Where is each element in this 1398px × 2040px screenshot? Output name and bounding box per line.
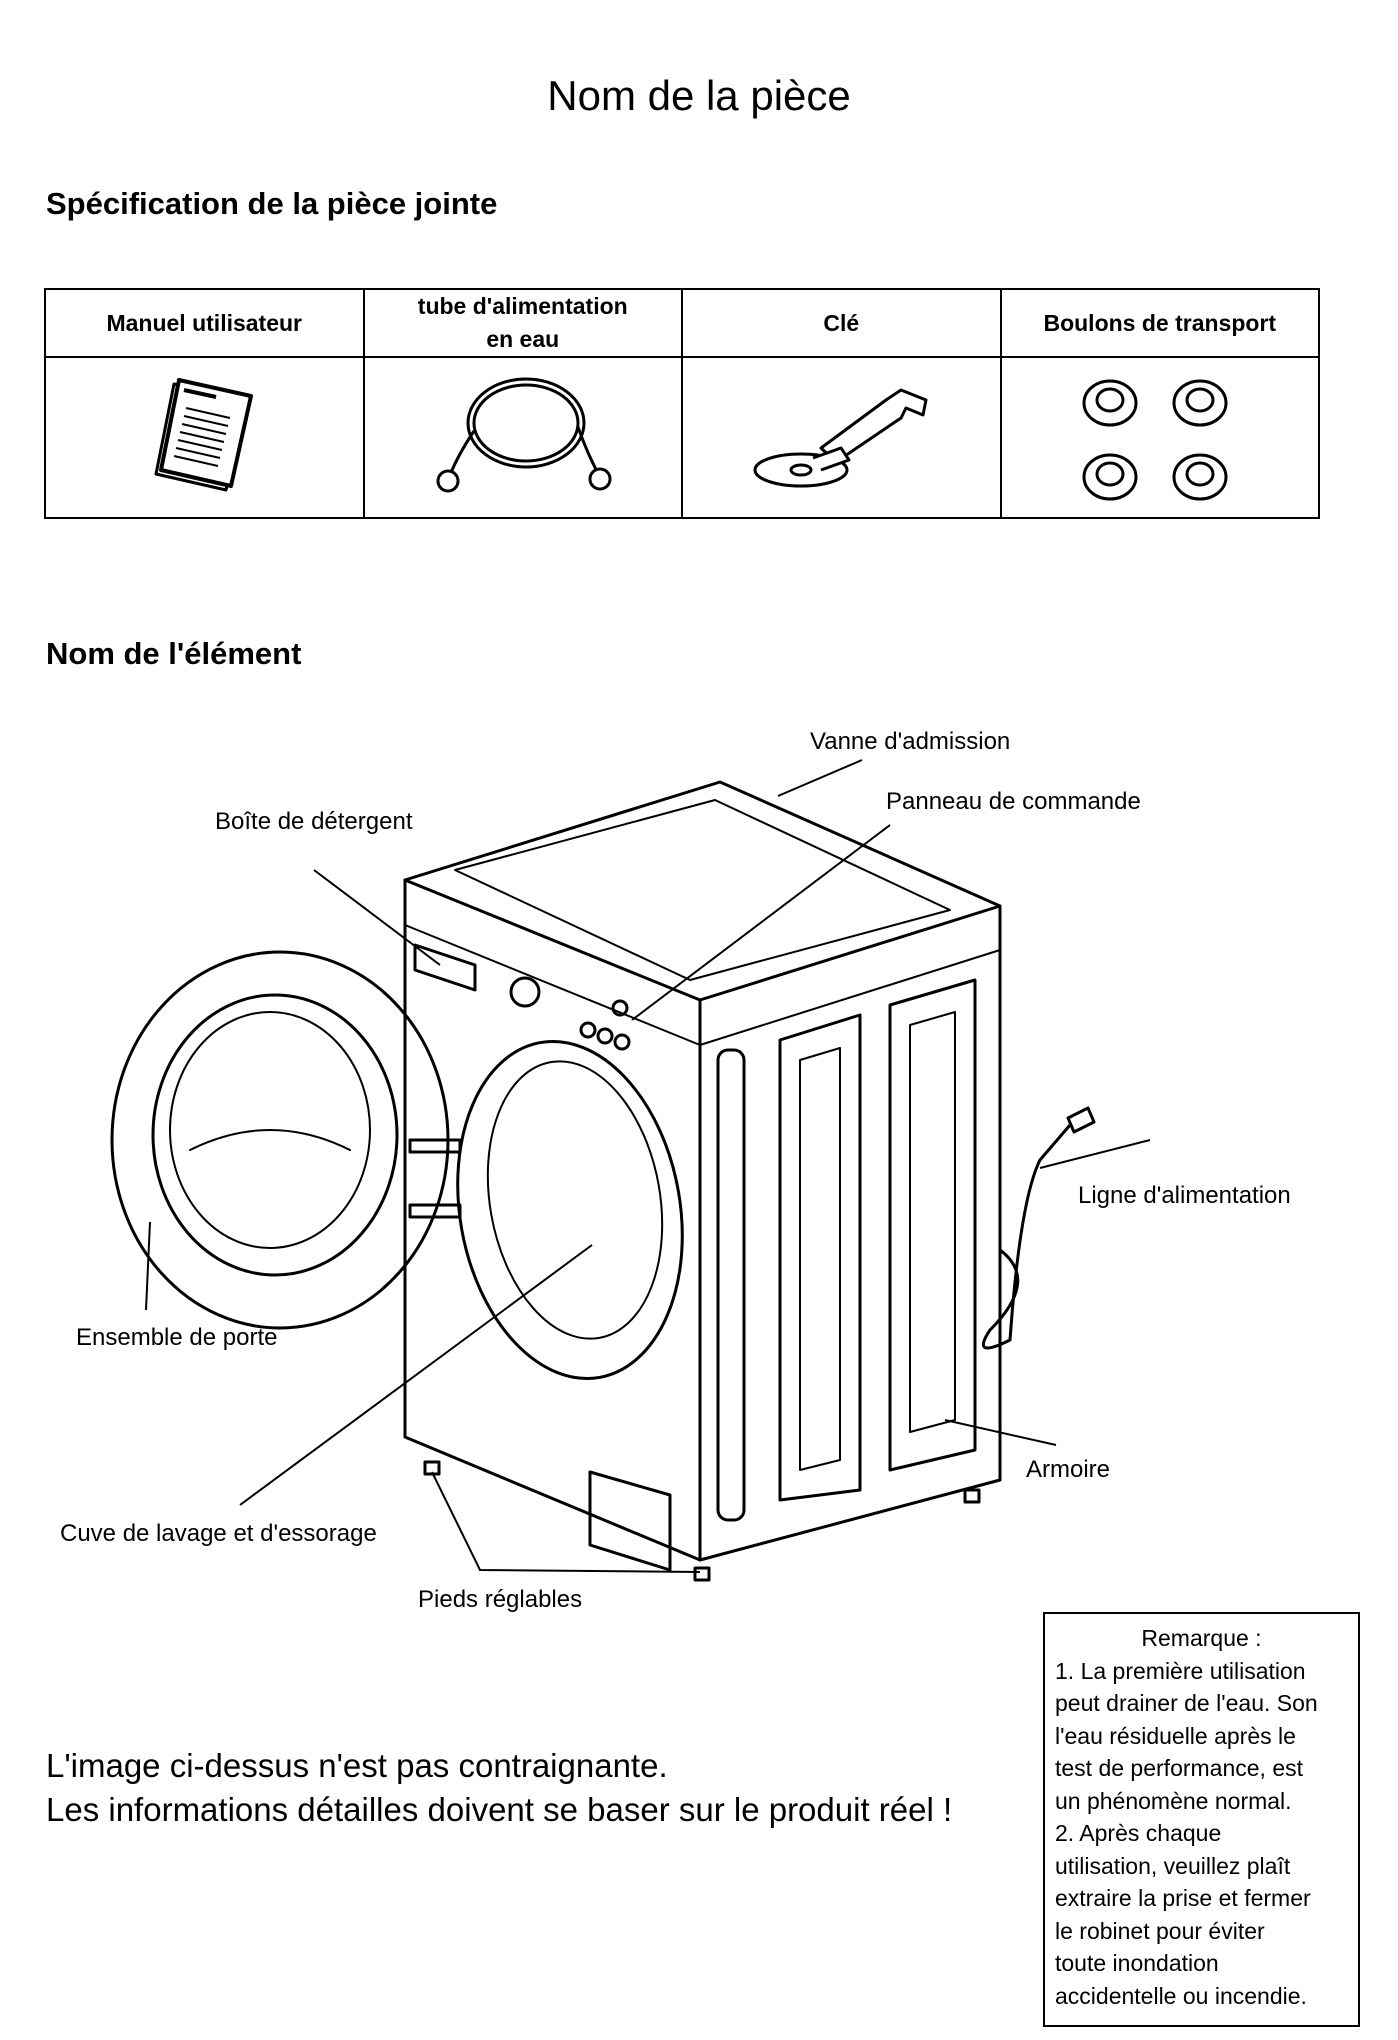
header-user-manual: Manuel utilisateur [44, 288, 365, 358]
power-cord [981, 1123, 1072, 1350]
leader-feet [431, 1471, 701, 1573]
water-hose-icon [436, 377, 612, 493]
wrench-cell [681, 356, 1002, 519]
disclaimer-line-2: Les informations détailles doivent se ba… [46, 1791, 953, 1828]
hose-cell [362, 356, 683, 519]
note-line: 2. Après chaque [1055, 1820, 1222, 1846]
label-power-line: Ligne d'alimentation [1078, 1182, 1291, 1209]
page-title: Nom de la pièce [547, 72, 851, 119]
note-line: accidentelle ou incendie. [1055, 1982, 1307, 2009]
note-line: l'eau résiduelle après le [1055, 1722, 1296, 1749]
note-line: test de performance, est [1055, 1755, 1304, 1781]
accessories-image-row [44, 356, 1320, 519]
note-line: utilisation, veuillez plaît [1055, 1852, 1291, 1879]
note-line: un phénomène normal. [1055, 1787, 1292, 1814]
wrench-icon [753, 388, 928, 488]
note-line: le robinet pour éviter [1055, 1917, 1265, 1944]
accessories-heading: Spécification de la pièce jointe [46, 186, 498, 221]
label-adjustable-feet: Pieds réglables [418, 1586, 583, 1613]
detergent-drawer [413, 943, 477, 992]
label-detergent-box: Boîte de détergent [215, 808, 413, 835]
label-intake-valve: Vanne d'admission [810, 728, 1011, 755]
machine-side [698, 904, 1002, 1562]
note-line: extraire la prise et fermer [1055, 1885, 1311, 1911]
machine-front [403, 878, 702, 1562]
leader-intake-valve [777, 759, 863, 797]
manual-cell [44, 356, 365, 519]
accessories-header-row: Manuel utilisateur tube d'alimentation e… [44, 288, 1320, 358]
note-box: Remarque : 1. La première utilisation pe… [1043, 1612, 1360, 2027]
note-title: Remarque : [1141, 1625, 1262, 1651]
leader-detergent [313, 869, 441, 966]
label-control-panel: Panneau de commande [886, 788, 1141, 815]
leader-drum [239, 1244, 593, 1506]
label-door-assembly: Ensemble de porte [76, 1324, 278, 1351]
manual-icon [154, 378, 254, 492]
note-line: toute inondation [1055, 1950, 1219, 1976]
elements-heading: Nom de l'élément [46, 636, 302, 671]
header-water-hose: tube d'alimentation en eau [362, 288, 683, 358]
leader-door [145, 1221, 151, 1311]
leader-cabinet [944, 1419, 1057, 1446]
accessories-table: Manuel utilisateur tube d'alimentation e… [44, 288, 1320, 519]
note-line: peut drainer de l'eau. Son [1055, 1690, 1318, 1716]
leader-power-line [1039, 1139, 1151, 1169]
note-line: 1. La première utilisation [1055, 1657, 1306, 1684]
header-transport-bolts: Boulons de transport [999, 288, 1320, 358]
disclaimer-line-1: L'image ci-dessus n'est pas contraignant… [46, 1747, 668, 1784]
drum-opening [456, 1039, 684, 1381]
leader-control-panel [631, 824, 891, 1021]
transport-bolts-icon [1082, 379, 1228, 501]
label-drum: Cuve de lavage et d'essorage [60, 1520, 377, 1547]
bolts-cell [999, 356, 1320, 519]
header-wrench: Clé [681, 288, 1002, 358]
label-cabinet: Armoire [1026, 1456, 1111, 1483]
disclaimer: L'image ci-dessus n'est pas contraignant… [46, 1744, 952, 1832]
